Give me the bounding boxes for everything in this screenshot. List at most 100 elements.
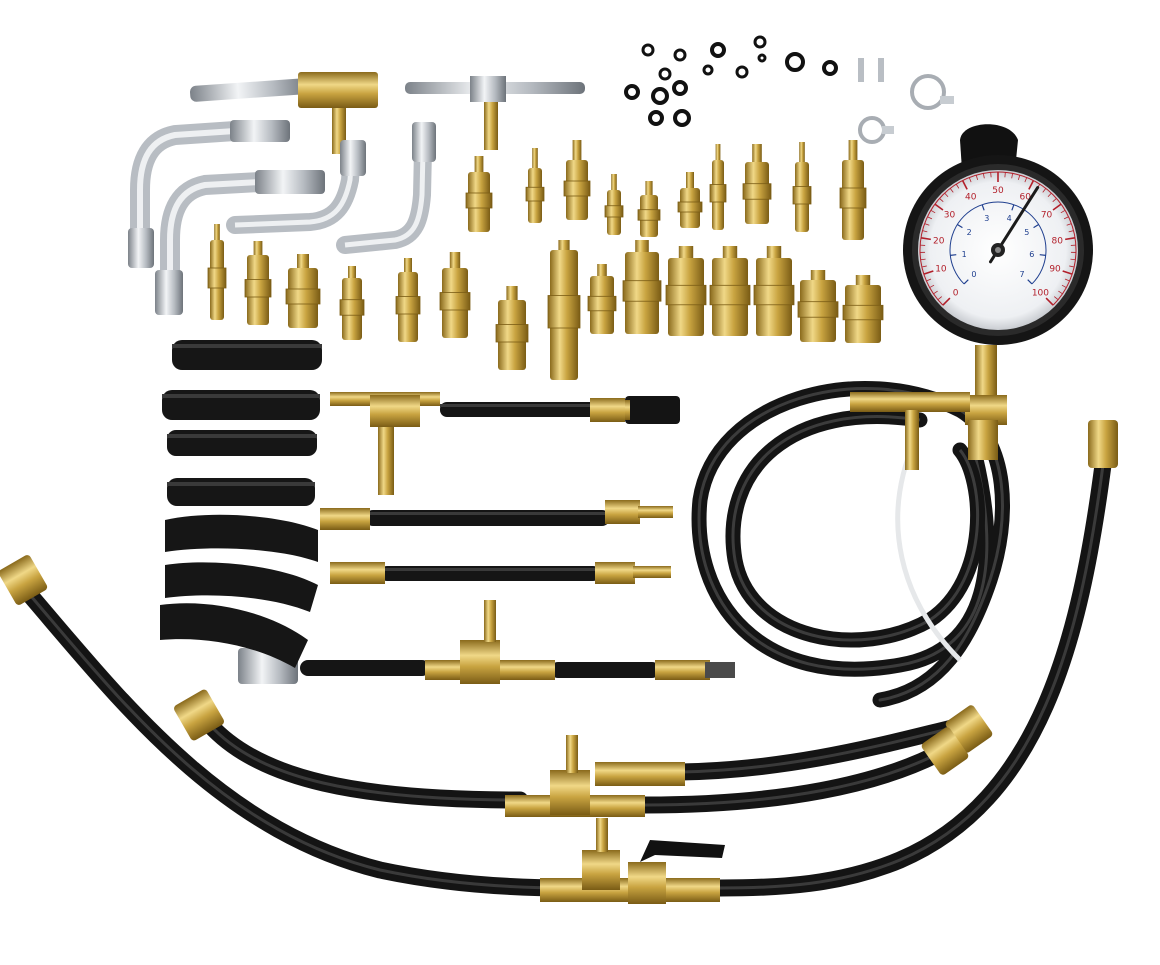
gauge-tick	[1047, 192, 1052, 198]
gauge-inner-label: 4	[1007, 214, 1012, 223]
gauge-tick	[937, 296, 943, 301]
brass-fitting	[525, 148, 545, 223]
gauge-tick	[1024, 177, 1028, 183]
gauge-tick	[975, 174, 979, 181]
gauge-tick	[949, 188, 954, 193]
gauge-tick	[944, 192, 949, 198]
brass-fitting	[604, 174, 624, 235]
gauge-tick	[1063, 216, 1069, 220]
gauge-tick	[1064, 278, 1070, 282]
o-ring-icon	[822, 60, 838, 76]
o-ring-icon	[658, 67, 672, 81]
gauge-inner-tick	[963, 279, 969, 285]
brass-fitting	[244, 241, 272, 325]
gauge-inner-tick	[981, 204, 985, 211]
gauge-tick	[982, 173, 985, 179]
o-ring-icon	[753, 35, 767, 49]
gauge-inner-label: 6	[1029, 250, 1034, 259]
schrader-valve-icon	[878, 58, 884, 82]
rubber-sleeve	[165, 514, 318, 562]
o-ring-icon	[641, 43, 655, 57]
brass-fitting	[665, 246, 707, 336]
gauge-outer-label: 60	[1020, 193, 1032, 203]
gauge-inner-label: 3	[984, 214, 989, 223]
brass-fitting	[285, 254, 321, 328]
o-ring-icon	[710, 42, 726, 58]
gauge-tick	[921, 265, 927, 268]
schrader-valve-icon	[858, 58, 864, 82]
gauge-tick	[1052, 203, 1062, 211]
brass-fitting	[465, 156, 493, 232]
brass-fitting	[563, 140, 591, 220]
gauge-inner-tick	[1027, 279, 1033, 285]
gauge-outer-label: 30	[944, 211, 956, 221]
gauge-tick	[955, 183, 960, 189]
brass-adapter-set	[207, 140, 884, 380]
gauge-inner-label: 7	[1019, 270, 1024, 279]
gauge-outer-label: 90	[1049, 265, 1061, 275]
gauge-tick	[1066, 223, 1072, 226]
hose-set	[21, 380, 1112, 897]
rubber-sleeve	[160, 603, 308, 668]
rubber-hose-sleeves	[160, 340, 322, 668]
gauge-tick	[933, 290, 938, 295]
tee-and-valve-fittings	[0, 420, 1118, 904]
gauge-tick	[1065, 237, 1076, 241]
brass-fitting	[439, 252, 471, 338]
o-ring-icon	[651, 87, 669, 105]
brass-fitting	[622, 240, 662, 334]
o-ring-icon	[702, 64, 714, 76]
gauge-outer-label: 40	[965, 193, 977, 203]
gauge-tick	[1042, 188, 1047, 193]
bleed-tube	[895, 438, 962, 662]
gauge-tick	[1011, 173, 1014, 179]
brass-fitting	[839, 140, 867, 240]
chrome-adapter-set	[128, 72, 585, 315]
gauge-tick	[961, 180, 968, 190]
gauge-tick	[1053, 296, 1059, 301]
brass-fitting	[587, 264, 617, 334]
gauge-outer-label: 80	[1052, 237, 1064, 247]
gauge-inner-tick	[1011, 204, 1015, 211]
gauge-tick	[1052, 198, 1057, 203]
brass-fitting	[677, 172, 703, 228]
gauge-outer-label: 50	[992, 186, 1004, 196]
gauge-tick	[930, 209, 936, 214]
gauge-inner-label: 2	[967, 228, 972, 237]
quick-coupler	[625, 396, 680, 424]
gauge-inner-tick	[957, 223, 963, 229]
brass-fitting	[395, 258, 421, 342]
gauge-tick	[1062, 270, 1073, 275]
brass-fitting	[495, 286, 529, 370]
gauge-outer-label: 20	[933, 237, 945, 247]
gauge-inner-label: 1	[962, 250, 967, 259]
o-ring-icon	[673, 109, 691, 127]
brass-fitting	[792, 142, 812, 232]
gauge-tick	[924, 223, 930, 226]
brass-fitting	[709, 246, 751, 336]
brass-fitting	[842, 275, 884, 343]
gauge-inner-label: 0	[971, 270, 976, 279]
o-ring-icon	[785, 52, 805, 72]
o-ring-icon	[648, 110, 664, 126]
gauge-tick	[1045, 297, 1054, 306]
gauge-inner-tick	[1033, 223, 1039, 229]
brass-fitting	[339, 266, 365, 340]
brass-fitting	[709, 144, 727, 230]
middle-hose-left	[201, 716, 529, 809]
gauge-tick	[934, 203, 944, 211]
shutoff-valve-icon	[640, 840, 725, 862]
gauge-tick	[939, 198, 944, 203]
gauge-tick	[968, 177, 972, 183]
gauge-outer-label: 70	[1041, 211, 1053, 221]
gauge-outer-label: 10	[935, 265, 947, 275]
gauge-inner-tick	[1039, 254, 1046, 256]
right-long-hose	[711, 456, 1112, 897]
o-ring-icon	[757, 53, 767, 63]
rubber-sleeve	[165, 562, 318, 612]
gauge-tick	[923, 270, 934, 275]
o-ring-set	[624, 35, 954, 144]
